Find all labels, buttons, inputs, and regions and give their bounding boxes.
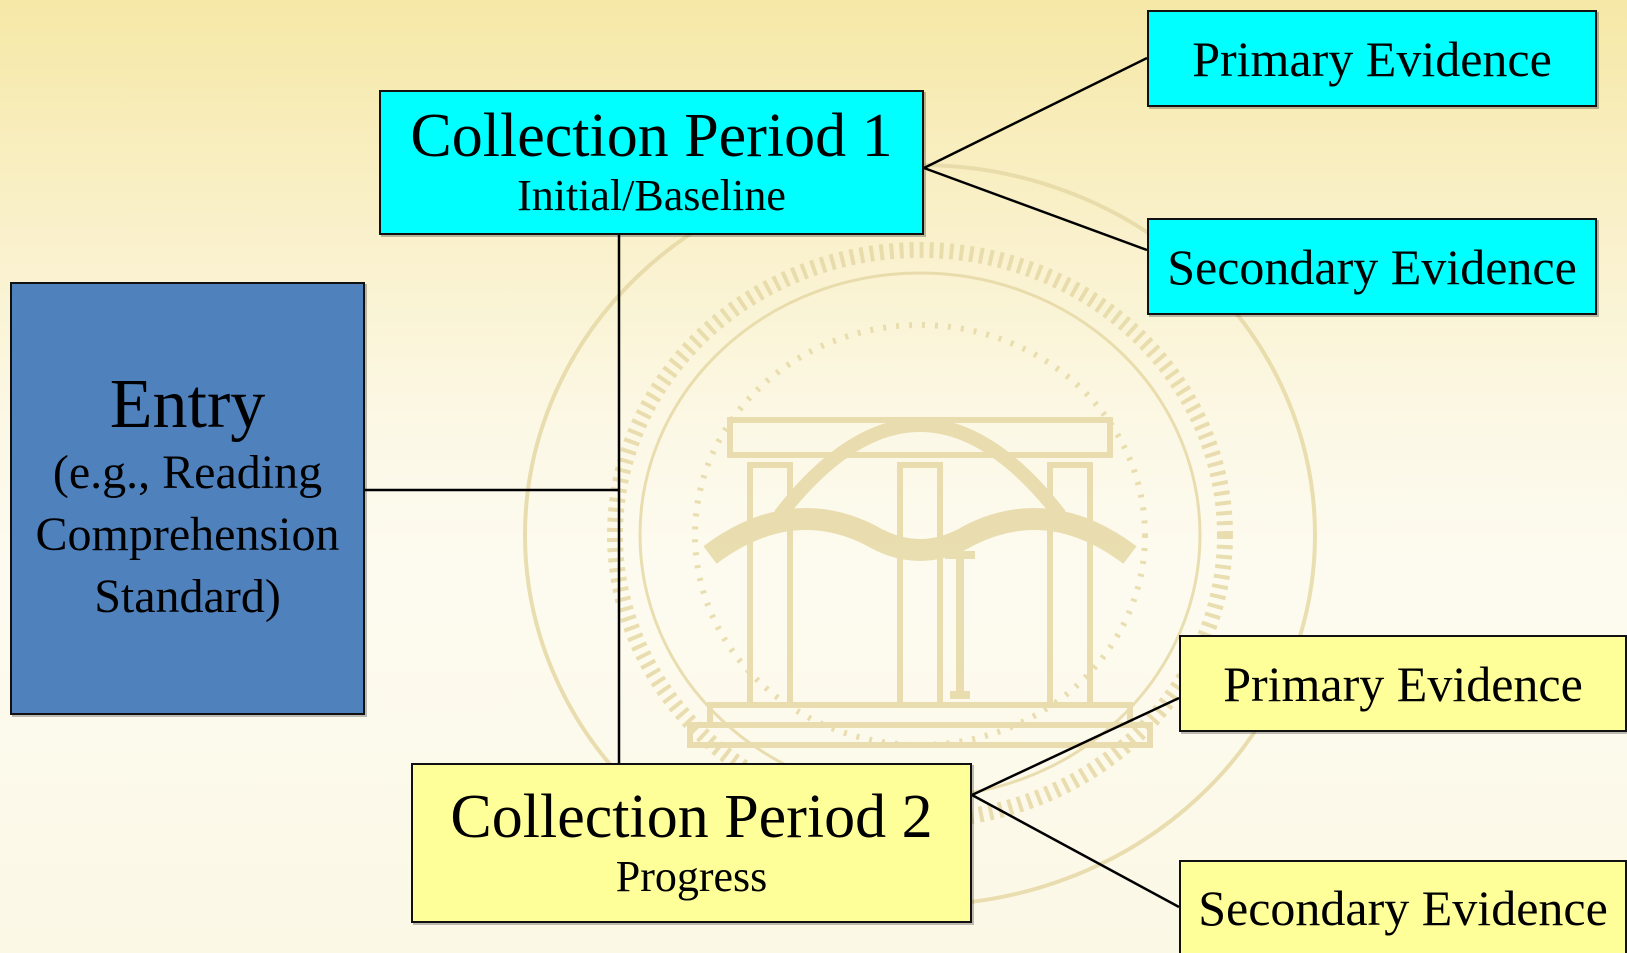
collection-period-1-subtitle: Initial/Baseline bbox=[517, 171, 786, 221]
entry-subtitle-line-1: (e.g., Reading bbox=[52, 445, 323, 499]
collection-period-2-title: Collection Period 2 bbox=[450, 782, 933, 851]
collection-period-2-subtitle: Progress bbox=[615, 851, 768, 901]
entry-box: Entry (e.g., Reading Comprehension Stand… bbox=[10, 282, 365, 715]
period-1-secondary-evidence-box: Secondary Evidence bbox=[1147, 218, 1597, 315]
connector-cp2-secondary bbox=[971, 793, 1180, 909]
connector-cp2-primary bbox=[971, 696, 1180, 797]
collection-period-1-box: Collection Period 1 Initial/Baseline bbox=[379, 90, 924, 235]
collection-period-2-box: Collection Period 2 Progress bbox=[411, 763, 972, 923]
period-1-secondary-evidence-label: Secondary Evidence bbox=[1167, 238, 1577, 295]
period-1-primary-evidence-label: Primary Evidence bbox=[1192, 30, 1552, 87]
period-1-primary-evidence-box: Primary Evidence bbox=[1147, 10, 1597, 107]
period-2-primary-evidence-label: Primary Evidence bbox=[1223, 655, 1583, 712]
collection-period-1-title: Collection Period 1 bbox=[410, 102, 893, 170]
period-2-secondary-evidence-box: Secondary Evidence bbox=[1179, 860, 1627, 953]
period-2-primary-evidence-box: Primary Evidence bbox=[1179, 635, 1627, 732]
entry-subtitle-line-3: Standard) bbox=[94, 570, 281, 624]
period-2-secondary-evidence-label: Secondary Evidence bbox=[1198, 879, 1608, 936]
connector-cp1-primary bbox=[923, 56, 1148, 170]
entry-subtitle-line-2: Comprehension bbox=[35, 508, 340, 562]
connector-cp1-secondary bbox=[923, 166, 1148, 252]
entry-title: Entry bbox=[109, 366, 266, 444]
